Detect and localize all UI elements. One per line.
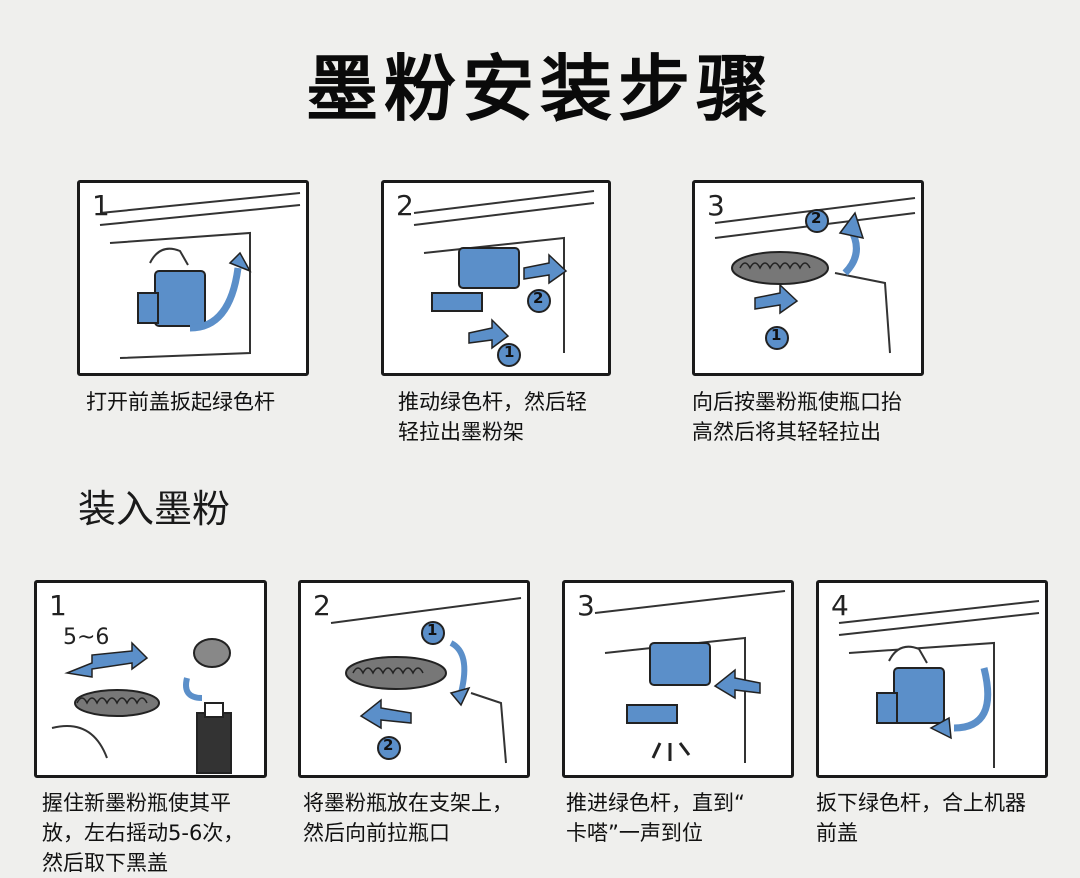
step-caption: 扳下绿色杆，合上机器 前盖 <box>816 788 1026 848</box>
step-number: 1 <box>49 589 67 622</box>
marker-2: 2 <box>533 289 544 307</box>
caption-line: 推进绿色杆，直到“ <box>566 791 745 815</box>
caption-line: 推动绿色杆，然后轻 <box>398 390 587 414</box>
step-panel-install-1: 1 5~6 <box>34 580 267 778</box>
caption-line: 卡嗒”一声到位 <box>566 821 703 845</box>
marker-2: 2 <box>811 209 822 227</box>
step-panel-install-3: 3 <box>562 580 794 778</box>
caption-line: 高然后将其轻轻拉出 <box>692 420 881 444</box>
shake-bottle-illustration <box>51 638 232 774</box>
shake-count-label: 5~6 <box>63 625 110 650</box>
lift-bottle-illustration <box>714 197 916 354</box>
step-caption: 打开前盖扳起绿色杆 <box>86 387 275 417</box>
step-caption: 将墨粉瓶放在支架上， 然后向前拉瓶口 <box>303 788 513 848</box>
place-bottle-illustration <box>330 597 522 764</box>
step-number: 3 <box>577 589 595 622</box>
step-caption: 握住新墨粉瓶使其平 放，左右摇动5-6次， 然后取下黑盖 <box>42 788 244 878</box>
step-panel-install-4: 4 <box>816 580 1048 778</box>
step-panel-remove-2: 2 2 1 <box>381 180 611 376</box>
step-number: 3 <box>707 189 725 222</box>
marker-2: 2 <box>383 736 394 754</box>
caption-line: 握住新墨粉瓶使其平 <box>42 791 231 815</box>
caption-line: 前盖 <box>816 821 858 845</box>
step-panel-install-2: 2 1 2 <box>298 580 530 778</box>
section-title: 装入墨粉 <box>78 487 231 531</box>
caption-line: 将墨粉瓶放在支架上， <box>303 791 513 815</box>
caption-line: 然后取下黑盖 <box>42 851 168 875</box>
step-caption: 推动绿色杆，然后轻 轻拉出墨粉架 <box>398 387 587 447</box>
caption-line: 扳下绿色杆，合上机器 <box>816 791 1026 815</box>
caption-line: 轻拉出墨粉架 <box>398 420 524 444</box>
step-caption: 向后按墨粉瓶使瓶口抬 高然后将其轻轻拉出 <box>692 387 902 447</box>
marker-1: 1 <box>427 621 438 639</box>
caption-line: 放，左右摇动5-6次， <box>42 821 245 845</box>
caption-line: 打开前盖扳起绿色杆 <box>86 390 275 414</box>
step-number: 2 <box>396 189 414 222</box>
step-panel-remove-3: 3 2 1 <box>692 180 924 376</box>
step-number: 2 <box>313 589 331 622</box>
step-number: 4 <box>831 589 849 622</box>
lever-up-illustration <box>99 192 301 359</box>
push-lever-illustration <box>413 190 595 367</box>
page-title: 墨粉安装步骤 <box>305 47 774 131</box>
marker-1: 1 <box>771 326 782 344</box>
marker-1: 1 <box>504 343 515 361</box>
caption-line: 然后向前拉瓶口 <box>303 821 450 845</box>
lever-down-illustration <box>838 600 1040 768</box>
push-lever-click-illustration <box>594 590 786 763</box>
step-number: 1 <box>92 189 110 222</box>
step-caption: 推进绿色杆，直到“ 卡嗒”一声到位 <box>566 788 745 848</box>
step-panel-remove-1: 1 <box>77 180 309 376</box>
caption-line: 向后按墨粉瓶使瓶口抬 <box>692 390 902 414</box>
